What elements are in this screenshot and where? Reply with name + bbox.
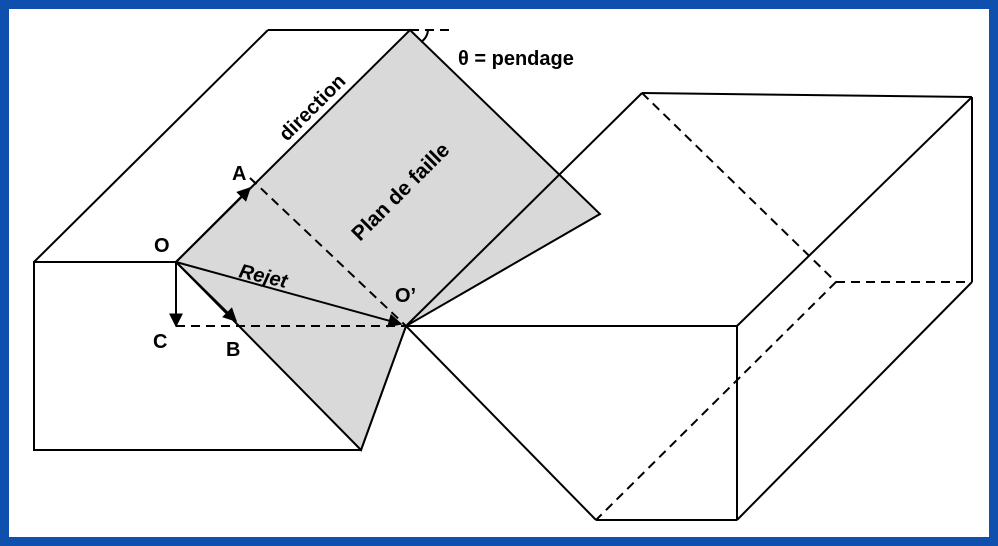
point-O-label: O [154,235,170,257]
vector-OA [175,187,251,263]
dip-label: θ = pendage [458,48,574,70]
vector-OB [175,261,237,322]
point-C-label: C [153,331,167,353]
vector-rejet [175,261,403,328]
point-A-label: A [232,163,246,185]
right-block [405,92,973,521]
dip-angle-arc [420,29,429,43]
fault-plane [174,28,602,452]
point-B-label: B [226,339,240,361]
point-O-prime-label: O’ [395,285,416,307]
hidden-edges [176,29,972,521]
